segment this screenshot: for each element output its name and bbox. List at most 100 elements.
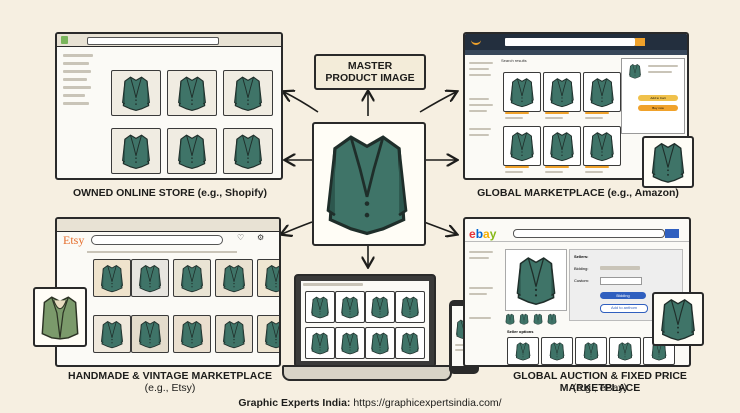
product-tile[interactable] — [93, 259, 131, 297]
amazon-logo-icon — [471, 39, 481, 45]
shopify-address-bar[interactable] — [87, 37, 219, 45]
ebay-bid-button[interactable]: Bidding — [600, 292, 646, 299]
product-tile[interactable] — [257, 259, 281, 297]
amazon-search-input[interactable] — [505, 38, 635, 46]
etsy-search-input[interactable] — [91, 235, 223, 245]
ebay-custom-label: Custom: — [574, 278, 589, 283]
master-product-image — [312, 122, 426, 246]
ebay-search-button[interactable] — [665, 229, 679, 238]
product-tile[interactable] — [167, 70, 217, 116]
jacket-icon — [219, 319, 249, 349]
product-tile[interactable] — [575, 337, 607, 365]
jacket-icon — [587, 130, 617, 162]
amazon-jacket-icon — [648, 140, 688, 184]
master-jacket-icon — [319, 128, 415, 238]
product-tile[interactable] — [609, 337, 641, 365]
product-tile[interactable] — [503, 126, 541, 166]
product-tile[interactable] — [365, 327, 395, 359]
ebay-product-card — [652, 292, 704, 346]
product-tile[interactable] — [167, 128, 217, 174]
product-tile[interactable] — [173, 315, 211, 353]
arrow-to-ebay — [423, 221, 456, 234]
product-tile[interactable] — [583, 126, 621, 166]
product-tile[interactable] — [543, 72, 581, 112]
product-tile[interactable] — [365, 291, 395, 323]
ebay-search-input[interactable] — [513, 229, 665, 238]
product-tile[interactable] — [111, 128, 161, 174]
product-tile[interactable] — [335, 327, 365, 359]
amazon-header — [465, 34, 687, 50]
laptop-base — [282, 365, 452, 381]
amazon-detail-thumb-icon — [628, 63, 642, 79]
shopify-label: OWNED ONLINE STORE (e.g., Shopify) — [72, 187, 268, 199]
shopify-sidebar — [59, 50, 99, 174]
ebay-thumb-row — [505, 313, 569, 325]
product-tile[interactable] — [173, 259, 211, 297]
product-tile[interactable] — [215, 315, 253, 353]
ebay-label-line1: GLOBAL AUCTION & FIXED PRICE MARKETPLACE — [513, 370, 687, 394]
ebay-thumb-icon — [533, 313, 543, 325]
product-tile[interactable] — [257, 315, 279, 353]
product-tile[interactable] — [305, 327, 335, 359]
jacket-icon — [369, 295, 391, 319]
footer-brand: Graphic Experts India: — [238, 397, 351, 409]
etsy-logo: Etsy — [63, 233, 85, 247]
jacket-icon — [545, 341, 569, 361]
product-tile[interactable] — [395, 327, 425, 359]
ebay-add-button[interactable]: Add to anthom — [600, 304, 648, 313]
product-tile[interactable] — [507, 337, 539, 365]
ebay-logo-e: e — [469, 227, 476, 241]
jacket-icon — [97, 263, 127, 293]
product-tile[interactable] — [395, 291, 425, 323]
product-tile[interactable] — [223, 128, 273, 174]
product-tile[interactable] — [583, 72, 621, 112]
ebay-thumb-icon — [505, 313, 515, 325]
jacket-icon — [115, 132, 157, 170]
product-tile[interactable] — [305, 291, 335, 323]
jacket-icon — [339, 295, 361, 319]
amazon-detail-panel: Add to Cart Buy now — [621, 58, 685, 134]
etsy-window: Etsy ♡ ⚙ — [55, 217, 281, 367]
etsy-cardigan-icon — [41, 296, 79, 340]
ebay-custom-input[interactable] — [600, 277, 642, 285]
amazon-buy-now-button[interactable]: Buy now — [638, 105, 678, 111]
etsy-nav-line — [87, 251, 237, 253]
jacket-icon — [369, 331, 391, 355]
product-tile[interactable] — [503, 72, 541, 112]
jacket-icon — [261, 263, 281, 293]
price-line — [505, 166, 529, 168]
product-tile[interactable] — [131, 259, 169, 297]
jacket-icon — [135, 263, 165, 293]
product-tile[interactable] — [223, 70, 273, 116]
product-tile[interactable] — [335, 291, 365, 323]
price-line — [585, 117, 603, 119]
etsy-cart-icon[interactable]: ⚙ — [257, 233, 265, 242]
amazon-search-button[interactable] — [635, 38, 645, 46]
jacket-icon — [399, 295, 421, 319]
arrow-to-amazon — [419, 92, 456, 113]
product-tile[interactable] — [541, 337, 573, 365]
laptop-device — [294, 274, 436, 370]
laptop-screen-bezel — [294, 274, 436, 368]
shopify-window — [55, 32, 283, 180]
jacket-icon — [97, 319, 127, 349]
amazon-add-to-cart-button[interactable]: Add to Cart — [638, 95, 678, 101]
ebay-label-line2: (e.g., eBay) — [572, 382, 628, 394]
jacket-icon — [135, 319, 165, 349]
product-tile[interactable] — [543, 126, 581, 166]
product-tile[interactable] — [93, 315, 131, 353]
laptop-screen — [301, 281, 429, 361]
ebay-sidebar — [467, 247, 501, 357]
amazon-label: GLOBAL MARKETPLACE (e.g., Amazon) — [477, 187, 679, 199]
product-tile[interactable] — [131, 315, 169, 353]
jacket-icon — [587, 76, 617, 108]
footer-url[interactable]: https://graphicexpertsindia.com/ — [353, 397, 502, 409]
product-tile[interactable] — [111, 70, 161, 116]
product-tile[interactable] — [215, 259, 253, 297]
jacket-icon — [177, 263, 207, 293]
price-line — [545, 112, 569, 114]
jacket-icon — [219, 263, 249, 293]
amazon-subnav — [465, 50, 687, 55]
etsy-heart-icon[interactable]: ♡ — [237, 233, 245, 242]
